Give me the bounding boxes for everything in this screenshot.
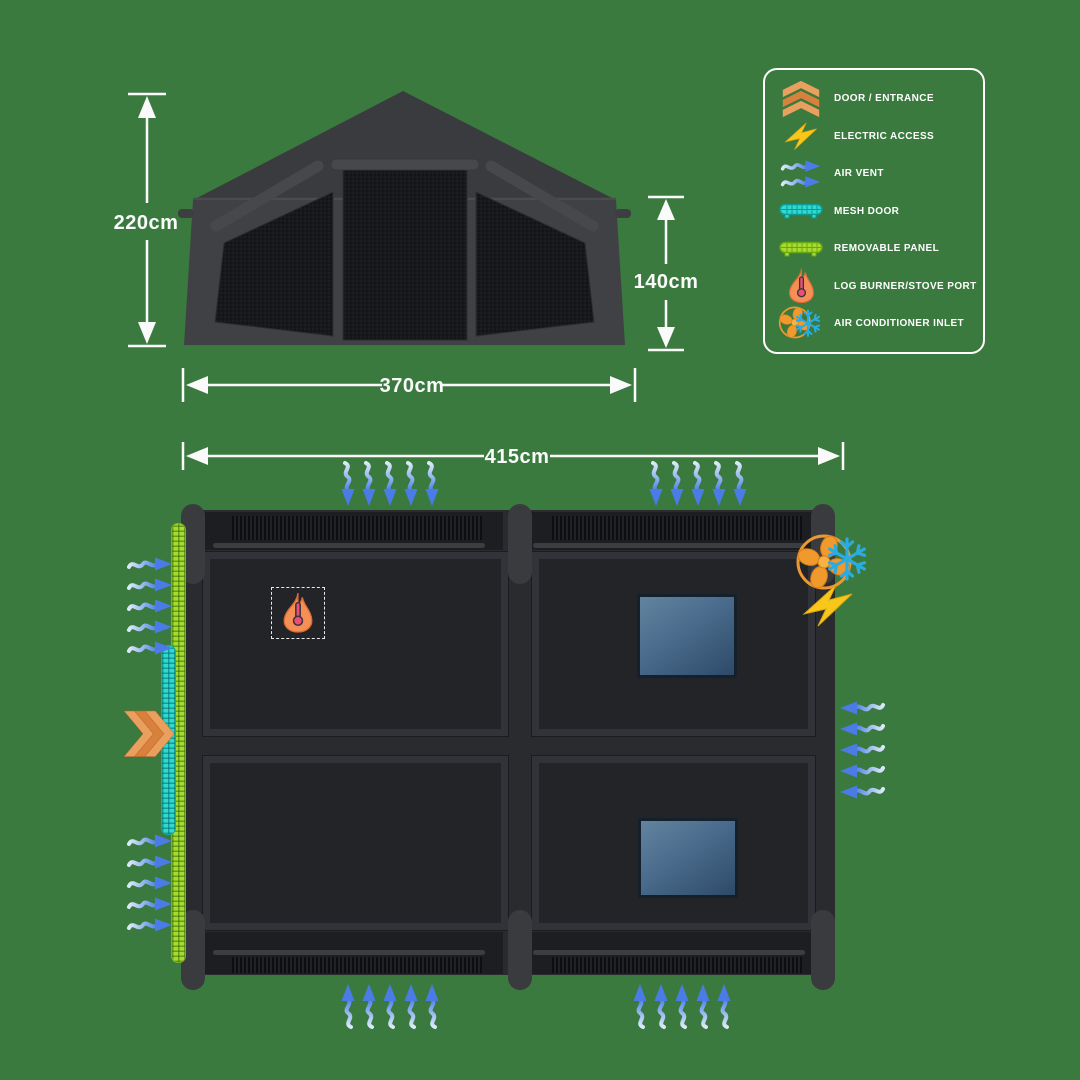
rod (533, 950, 805, 955)
air-vent-arrows-left-lower (127, 832, 174, 934)
window-top-right (637, 594, 737, 678)
mesh-texture (232, 957, 482, 973)
height-dimension-label: 220cm (114, 212, 179, 234)
room-bottom-left (202, 755, 509, 931)
tent-front-view: 220cm 140cm 370cm (114, 91, 699, 402)
pillar-top-center (508, 504, 532, 584)
rod (213, 950, 485, 955)
rod (533, 543, 805, 548)
legend-label: AIR VENT (834, 168, 884, 179)
legend-label: REMOVABLE PANEL (834, 243, 940, 254)
tent-center-door-mesh (342, 169, 468, 341)
tent-right-rod (485, 160, 599, 232)
mesh-door-icon (777, 202, 825, 220)
rod (213, 543, 485, 548)
room-top-right (531, 551, 816, 737)
air-vent-arrows-bottom-right (631, 982, 733, 1029)
tent-right-stub (615, 209, 631, 218)
legend-label: AIR CONDITIONER INLET (834, 318, 965, 329)
dimension-side-height: 140cm (634, 195, 699, 352)
air-vent-arrows-top-left (339, 461, 441, 508)
air-vent-arrows-right (838, 699, 885, 801)
width-dimension-label: 370cm (380, 375, 445, 397)
legend-row-logburner: LOG BURNER/STOVE PORT (777, 268, 977, 304)
mesh-texture (552, 957, 802, 973)
air-vent-arrows-bottom-left (339, 982, 441, 1029)
log-burner-port (271, 587, 325, 639)
pillar-bottom-center (508, 910, 532, 990)
removable-panel-icon (777, 240, 825, 258)
air-vent-arrows-left-upper (127, 555, 174, 657)
window-bottom-right (638, 818, 738, 898)
tent-center-rod (330, 158, 480, 171)
tent-left-rod (210, 160, 324, 232)
dimension-floor-width: 415cm (181, 442, 845, 470)
door-entrance-icon (123, 710, 175, 757)
room-top-left (202, 551, 509, 737)
side-height-dimension-label: 140cm (634, 271, 699, 293)
legend-label: ELECTRIC ACCESS (834, 130, 935, 142)
legend-row-electric: ELECTRIC ACCESS (777, 119, 977, 153)
legend-label: MESH DOOR (834, 205, 900, 217)
lightning-bolt-icon (803, 584, 853, 627)
pillar-bottom-right (811, 910, 835, 990)
legend-row-door: DOOR / ENTRANCE (777, 80, 977, 117)
mesh-texture (232, 516, 482, 540)
legend-label: DOOR / ENTRANCE (834, 93, 934, 104)
legend-label: LOG BURNER/STOVE PORT (834, 280, 977, 292)
air-vent-arrows-top-right (647, 461, 749, 508)
legend-row-removable: REMOVABLE PANEL (777, 232, 977, 266)
tent-left-stub (178, 209, 194, 218)
tent-front-illustration (178, 91, 631, 345)
dimension-width: 370cm (181, 368, 637, 402)
mesh-texture (552, 516, 802, 540)
legend-row-ac: AIR CONDITIONER INLET (777, 304, 977, 341)
legend-panel: DOOR / ENTRANCE ELECTRIC ACCESS AIR VENT (763, 68, 985, 354)
room-bottom-right (531, 755, 816, 931)
dimension-height: 220cm (114, 92, 179, 348)
legend-row-meshdoor: MESH DOOR (777, 194, 977, 228)
tent-right-window (475, 191, 595, 337)
legend-row-airvent: AIR VENT (777, 157, 977, 191)
floor-width-dimension-label: 415cm (485, 446, 550, 468)
tent-left-window (214, 191, 334, 337)
